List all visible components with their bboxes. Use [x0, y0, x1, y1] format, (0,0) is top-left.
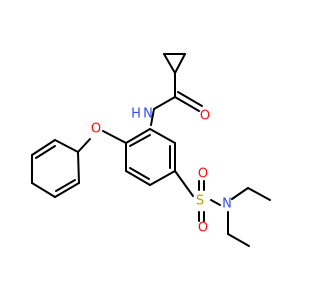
bond	[129, 134, 151, 147]
bond	[149, 170, 176, 186]
bond	[174, 170, 194, 197]
sulfonamide-nitrogen-label: N	[222, 197, 232, 212]
ether-oxygen-label: O	[91, 122, 101, 137]
bond	[77, 151, 80, 184]
bond	[125, 128, 151, 144]
bond	[174, 53, 186, 74]
ethyl-chains	[227, 187, 271, 247]
bond	[35, 145, 56, 159]
bond	[54, 182, 80, 198]
bond	[210, 199, 221, 206]
bond	[125, 170, 151, 186]
sulfonyl-oxygen-label-bottom: O	[198, 221, 208, 236]
bond	[153, 96, 176, 110]
carbonyl-oxygen-label: O	[200, 109, 210, 124]
molecule-structure: N H O O S O O N	[31, 53, 271, 247]
bond	[31, 139, 56, 156]
sulfur-label: S	[196, 194, 204, 209]
bond	[177, 91, 203, 107]
atom-labels: N H O O S O O N	[91, 107, 232, 236]
bond	[149, 128, 176, 144]
bond	[54, 139, 79, 153]
phenyl-ring	[31, 139, 80, 198]
molecule-canvas: N H O O S O O N	[31, 53, 271, 247]
bond	[102, 130, 127, 144]
sulfonamide-group	[174, 170, 221, 222]
amide-nitrogen-label: N	[143, 107, 153, 122]
bond	[31, 182, 56, 198]
bond	[247, 187, 271, 201]
bond	[129, 167, 150, 180]
ether-link	[77, 130, 127, 153]
bond	[163, 53, 176, 74]
cyclopropane-ring	[163, 53, 186, 74]
sulfonyl-oxygen-label-top: O	[198, 167, 208, 182]
amide-group	[150, 72, 203, 126]
amide-hydrogen-label: H	[131, 107, 141, 122]
bond	[150, 108, 155, 126]
central-benzene-ring	[125, 128, 176, 186]
bond	[174, 96, 200, 112]
bond	[55, 179, 76, 192]
bond	[77, 138, 91, 153]
bond	[231, 187, 249, 200]
bond	[227, 233, 250, 247]
